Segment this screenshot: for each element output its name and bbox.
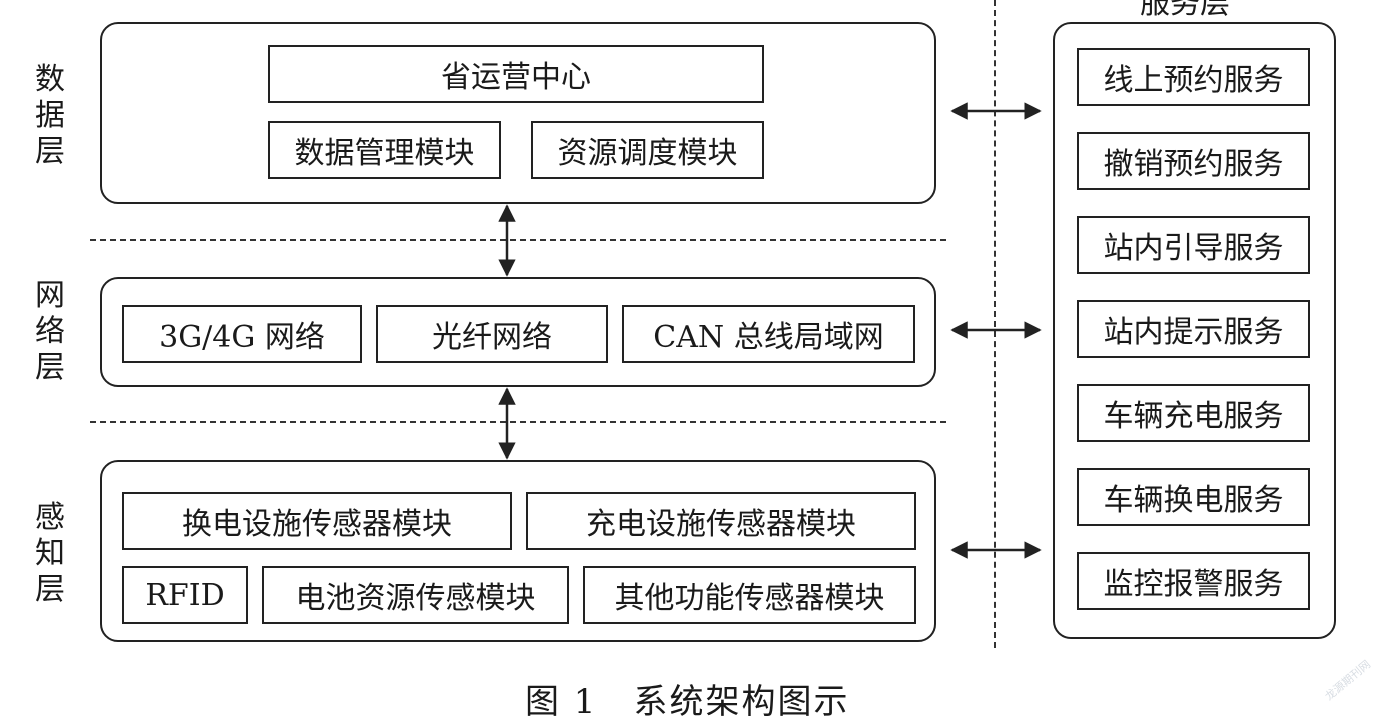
- battery-resource-sensor-text: 电池资源传感模块: [295, 581, 536, 616]
- service-vehicle-battery-swap-text: 车辆换电服务: [1103, 483, 1284, 518]
- battery-resource-sensor-box: 电池资源传感模块: [262, 566, 569, 624]
- perception-layer-label: 感 知 层: [30, 500, 70, 608]
- data-management-module-box: 数据管理模块: [268, 121, 501, 179]
- service-layer-title: 服务层: [1140, 0, 1230, 22]
- data-management-module-text: 数据管理模块: [294, 136, 475, 171]
- rfid-text: RFID: [145, 577, 225, 613]
- charge-facility-sensor-text: 充电设施传感器模块: [586, 507, 856, 542]
- data-layer-label-text: 数 据 层: [35, 62, 65, 169]
- other-function-sensor-box: 其他功能传感器模块: [583, 566, 916, 624]
- service-station-guidance: 站内引导服务: [1077, 216, 1310, 274]
- data-layer-label: 数 据 层: [30, 62, 70, 170]
- swap-facility-sensor-box: 换电设施传感器模块: [122, 492, 512, 550]
- other-function-sensor-text: 其他功能传感器模块: [614, 581, 885, 616]
- separator-network-perception: [90, 421, 946, 423]
- provincial-ops-center-box: 省运营中心: [268, 45, 764, 103]
- service-vehicle-charging: 车辆充电服务: [1077, 384, 1310, 442]
- network-layer-label-text: 网 络 层: [35, 278, 65, 385]
- service-online-reservation: 线上预约服务: [1077, 48, 1310, 106]
- charge-facility-sensor-box: 充电设施传感器模块: [526, 492, 916, 550]
- service-layer-title-text: 服务层: [1140, 0, 1230, 21]
- 3g4g-network-box: 3G/4G 网络: [122, 305, 362, 363]
- figure-caption-text: 图 1 系统架构图示: [525, 682, 850, 722]
- service-station-prompt-text: 站内提示服务: [1103, 315, 1284, 350]
- 3g4g-network-text: 3G/4G 网络: [159, 320, 325, 355]
- fiber-network-text: 光纤网络: [432, 320, 552, 355]
- separator-data-network: [90, 239, 946, 241]
- resource-scheduling-module-box: 资源调度模块: [531, 121, 764, 179]
- service-station-guidance-text: 站内引导服务: [1103, 231, 1284, 266]
- resource-scheduling-module-text: 资源调度模块: [557, 136, 738, 171]
- perception-layer-label-text: 感 知 层: [35, 500, 65, 607]
- service-online-reservation-text: 线上预约服务: [1103, 63, 1284, 98]
- service-cancel-reservation-text: 撤销预约服务: [1103, 147, 1284, 182]
- network-layer-label: 网 络 层: [30, 278, 70, 386]
- service-cancel-reservation: 撤销预约服务: [1077, 132, 1310, 190]
- service-vehicle-charging-text: 车辆充电服务: [1103, 399, 1284, 434]
- can-bus-lan-text: CAN 总线局域网: [653, 320, 884, 355]
- figure-caption: 图 1 系统架构图示: [525, 674, 849, 723]
- rfid-box: RFID: [122, 566, 248, 624]
- fiber-network-box: 光纤网络: [376, 305, 608, 363]
- service-monitoring-alarm: 监控报警服务: [1077, 552, 1310, 610]
- service-monitoring-alarm-text: 监控报警服务: [1103, 567, 1284, 602]
- service-station-prompt: 站内提示服务: [1077, 300, 1310, 358]
- service-vehicle-battery-swap: 车辆换电服务: [1077, 468, 1310, 526]
- swap-facility-sensor-text: 换电设施传感器模块: [182, 507, 452, 542]
- provincial-ops-center-text: 省运营中心: [441, 60, 591, 95]
- can-bus-lan-box: CAN 总线局域网: [622, 305, 915, 363]
